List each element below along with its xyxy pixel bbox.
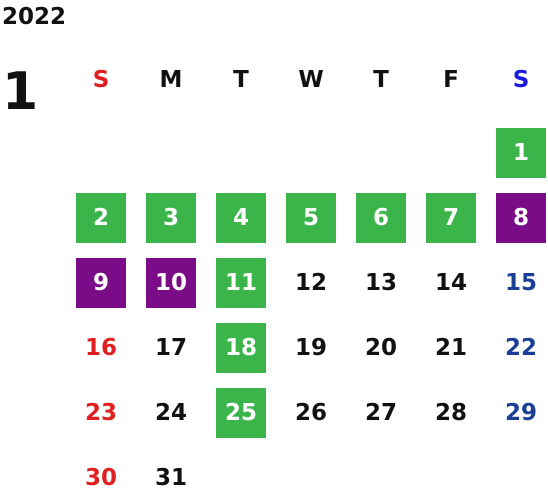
calendar-day[interactable]: 21	[434, 335, 467, 361]
calendar-day[interactable]: 23	[84, 400, 117, 426]
calendar-day[interactable]: 28	[434, 400, 467, 426]
calendar-day[interactable]: 11	[216, 258, 266, 308]
weekday-header: F	[443, 67, 459, 93]
calendar-day[interactable]: 30	[84, 465, 117, 491]
weekday-header: S	[512, 67, 530, 93]
calendar-day[interactable]: 2	[76, 193, 126, 243]
calendar-day[interactable]: 13	[364, 270, 397, 296]
month-label: 1	[2, 62, 39, 122]
weekday-header: W	[298, 67, 324, 93]
calendar-day[interactable]: 20	[364, 335, 397, 361]
calendar-day[interactable]: 9	[76, 258, 126, 308]
calendar-day[interactable]: 1	[496, 128, 546, 178]
calendar-day[interactable]: 31	[154, 465, 187, 491]
calendar-day[interactable]: 5	[286, 193, 336, 243]
calendar-day[interactable]: 10	[146, 258, 196, 308]
weekday-header: S	[92, 67, 110, 93]
calendar-day[interactable]: 27	[364, 400, 397, 426]
calendar-day[interactable]: 6	[356, 193, 406, 243]
calendar-day[interactable]: 15	[504, 270, 537, 296]
calendar-day[interactable]: 19	[294, 335, 327, 361]
weekday-header: M	[159, 67, 183, 93]
calendar-day[interactable]: 14	[434, 270, 467, 296]
calendar-day[interactable]: 26	[294, 400, 327, 426]
weekday-header: T	[233, 67, 249, 93]
calendar-day[interactable]: 7	[426, 193, 476, 243]
calendar-day[interactable]: 12	[294, 270, 327, 296]
calendar-day[interactable]: 17	[154, 335, 187, 361]
calendar-day[interactable]: 3	[146, 193, 196, 243]
calendar-day[interactable]: 22	[504, 335, 537, 361]
weekday-header: T	[373, 67, 389, 93]
calendar-day[interactable]: 24	[154, 400, 187, 426]
calendar-day[interactable]: 4	[216, 193, 266, 243]
calendar-day[interactable]: 29	[504, 400, 537, 426]
calendar-day[interactable]: 25	[216, 388, 266, 438]
calendar-day[interactable]: 16	[84, 335, 117, 361]
year-label: 2022	[2, 4, 67, 30]
calendar-day[interactable]: 18	[216, 323, 266, 373]
calendar-day[interactable]: 8	[496, 193, 546, 243]
